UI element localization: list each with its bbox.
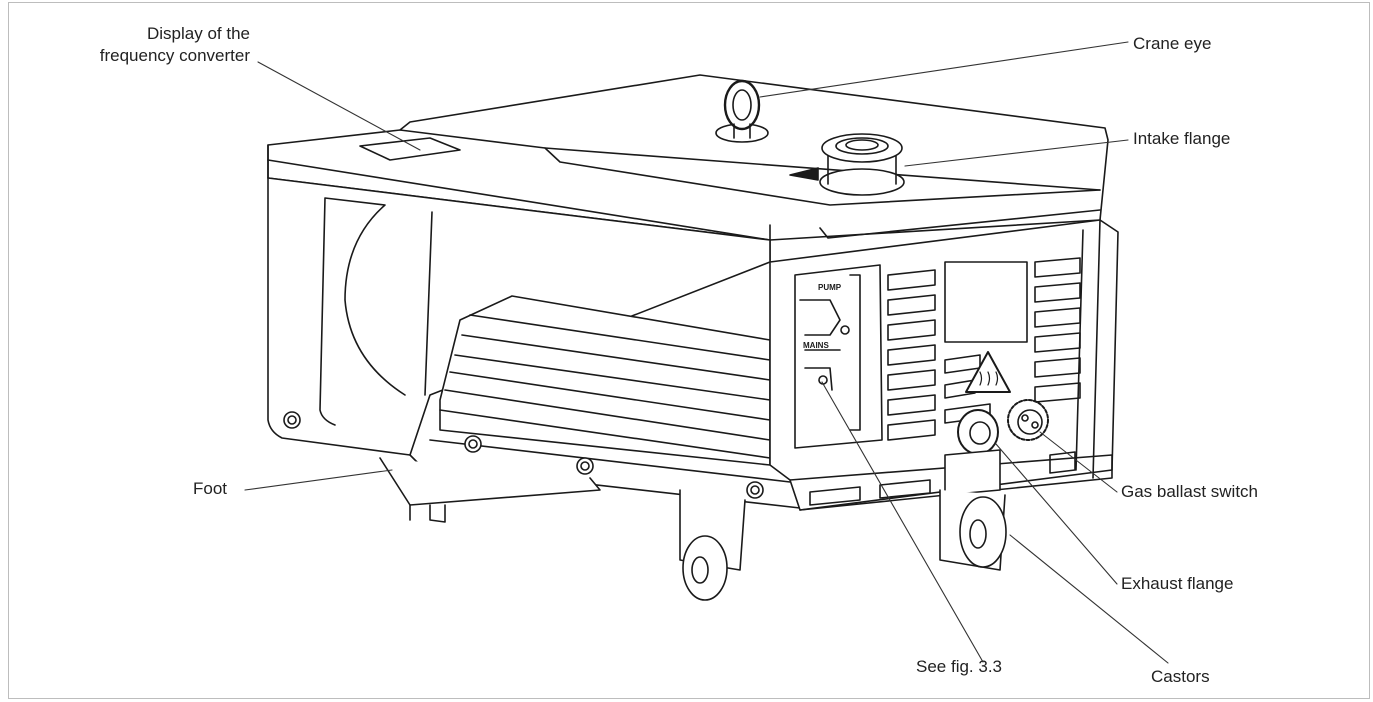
label-foot: Foot: [193, 479, 228, 498]
leader-see-fig: [821, 381, 984, 663]
leader-gas-ballast: [1039, 431, 1118, 493]
leader-castors: [1009, 534, 1169, 664]
right-castor: [939, 489, 1007, 571]
crane-eye: [715, 79, 769, 143]
pump-lid: [267, 74, 1109, 263]
side-vent: [439, 295, 771, 466]
label-crane-eye: Crane eye: [1133, 34, 1212, 53]
leader-foot: [244, 469, 393, 491]
leader-intake-flange: [904, 139, 1129, 167]
panel-window: [944, 261, 1028, 343]
mains-port-label: MAINS: [803, 341, 829, 350]
pump-port-label: PUMP: [818, 283, 842, 292]
gas-ballast-switch: [1007, 399, 1049, 441]
label-intake-flange: Intake flange: [1133, 129, 1231, 148]
exhaust-flange: [957, 409, 999, 455]
label-display-line1: Display of the: [147, 24, 250, 43]
figure-frame: [8, 2, 1370, 699]
hot-surface-warning-icon: [965, 351, 1011, 393]
connector-panel: [794, 264, 883, 449]
leader-lines: [244, 41, 1169, 664]
frequency-display: [359, 137, 461, 161]
front-vent-left: [887, 269, 936, 441]
left-castor: [679, 489, 746, 601]
label-gas-ballast-switch: Gas ballast switch: [1121, 482, 1258, 501]
pump-foot: [379, 457, 601, 523]
label-display: Display of the frequency converter: [60, 23, 250, 67]
label-exhaust-flange: Exhaust flange: [1121, 574, 1234, 593]
label-castors: Castors: [1151, 667, 1210, 686]
front-vent-right: [944, 257, 1081, 424]
leader-crane-eye: [759, 41, 1129, 98]
leader-display: [257, 61, 421, 151]
label-display-line2: frequency converter: [99, 46, 250, 65]
label-see-fig: See fig. 3.3: [916, 657, 1003, 676]
intake-flange: [789, 133, 905, 196]
leader-exhaust-flange: [995, 443, 1118, 585]
